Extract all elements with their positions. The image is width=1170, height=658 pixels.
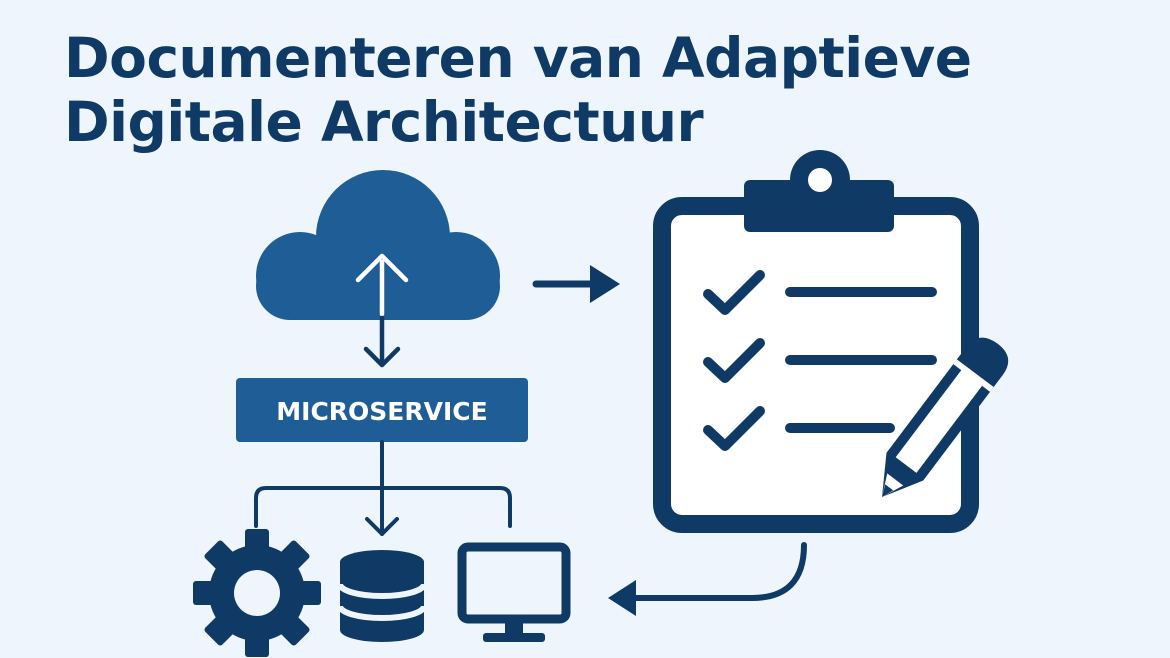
page-title: Documenteren van Adaptieve Digitale Arch… — [64, 26, 972, 154]
title-line-2: Digitale Architectuur — [64, 90, 704, 154]
arrow-return-to-monitor — [608, 542, 807, 616]
database-icon — [337, 550, 427, 642]
check-icon — [703, 270, 765, 315]
title-line-1: Documenteren van Adaptieve — [64, 26, 972, 90]
monitor-icon — [457, 542, 571, 642]
connector-tree — [254, 440, 512, 536]
arrow-to-clipboard — [532, 265, 620, 303]
microservice-node: MICROSERVICE — [236, 378, 528, 442]
upload-arrow-icon — [355, 253, 409, 317]
check-icon — [703, 338, 765, 383]
arrow-cloud-to-microservice — [363, 315, 401, 368]
checklist-items — [703, 270, 937, 451]
check-icon — [703, 406, 765, 451]
microservice-label: MICROSERVICE — [276, 397, 487, 426]
cloud-icon — [256, 170, 500, 320]
pencil-icon — [882, 337, 1009, 497]
gear-icon — [193, 529, 321, 657]
